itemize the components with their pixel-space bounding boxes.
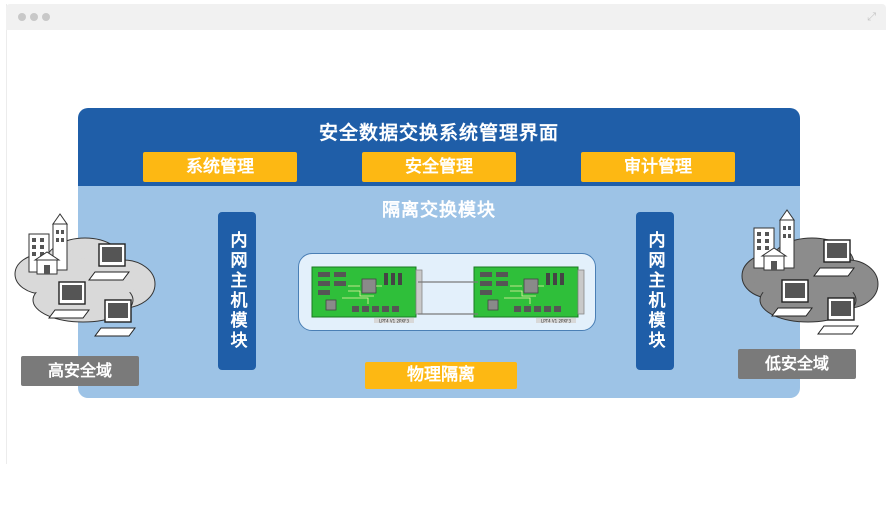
inner-host-label: 内网主机模块: [644, 231, 665, 351]
window-dot-icon[interactable]: [42, 13, 50, 21]
window-titlebar: ⤢: [6, 4, 886, 30]
computer-icon: [817, 297, 859, 335]
card-label: LPT4 V1 2PXF3: [541, 319, 571, 324]
computer-icon: [94, 299, 136, 337]
inner-host-module-right: 内网主机模块: [636, 212, 674, 370]
computer-icon: [88, 243, 130, 281]
board-link-lines: [418, 281, 478, 315]
building-icon: [753, 209, 795, 271]
computer-icon: [771, 279, 813, 317]
system-management-button[interactable]: 系统管理: [143, 152, 297, 182]
low-security-zone-label: 低安全域: [738, 349, 856, 379]
window-dot-icon[interactable]: [18, 13, 26, 21]
high-security-network-icon: [14, 213, 156, 337]
building-icon: [28, 213, 68, 275]
circuit-board-icon: LPT4 V1 2PXF3: [311, 266, 423, 324]
isolation-title: 隔离交换模块: [382, 200, 496, 221]
computer-icon: [813, 239, 855, 277]
window-dot-icon[interactable]: [30, 13, 38, 21]
expand-icon[interactable]: ⤢: [867, 10, 876, 23]
audit-management-button[interactable]: 审计管理: [581, 152, 735, 182]
security-management-button[interactable]: 安全管理: [362, 152, 516, 182]
card-label: LPT4 V1 2PXF3: [379, 319, 409, 324]
circuit-board-icon: LPT4 V1 2PXF3: [473, 266, 585, 324]
management-title: 安全数据交换系统管理界面: [318, 122, 559, 144]
computer-icon: [48, 281, 90, 319]
inner-host-module-left: 内网主机模块: [218, 212, 256, 370]
physical-isolation-label: 物理隔离: [365, 362, 517, 389]
high-security-zone-label: 高安全域: [21, 356, 139, 386]
low-security-network-icon: [741, 209, 879, 335]
inner-host-label: 内网主机模块: [226, 231, 247, 351]
